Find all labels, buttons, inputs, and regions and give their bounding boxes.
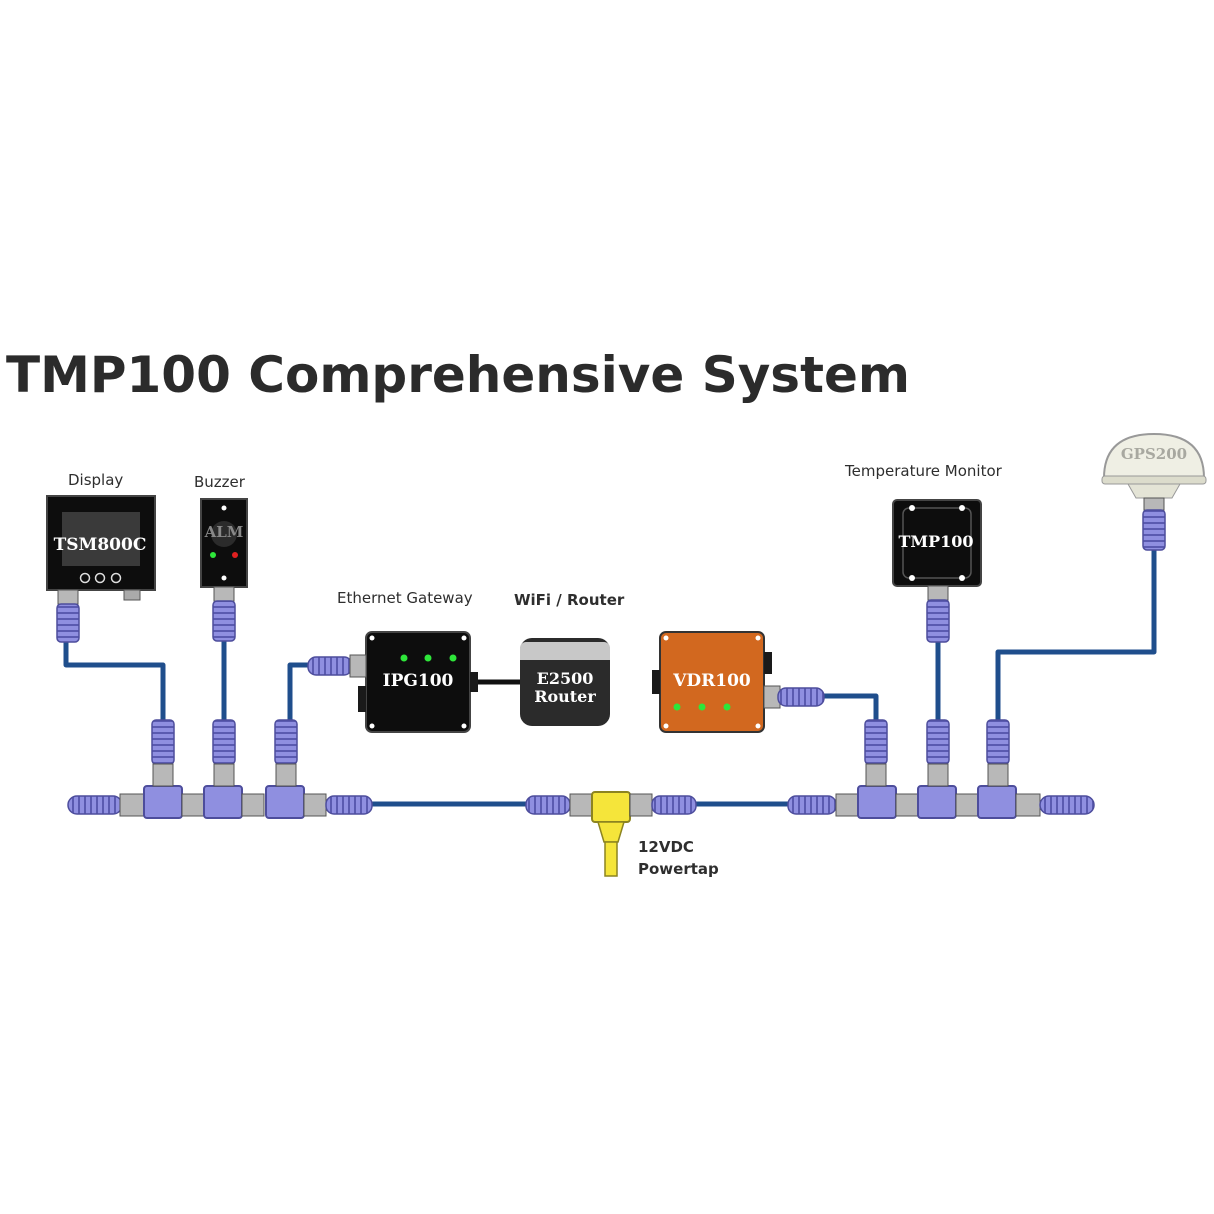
tsm800c-label: TSM800C <box>54 535 147 555</box>
ethernet-gateway-label: Ethernet Gateway <box>337 589 473 607</box>
gps200-antenna <box>1101 432 1207 551</box>
alm-connector <box>212 586 236 642</box>
ipg100-label: IPG100 <box>383 671 454 691</box>
vdr100-label: VDR100 <box>672 671 751 691</box>
backbone-left <box>67 785 373 819</box>
buzzer-label: Buzzer <box>194 473 246 491</box>
ipg100-device <box>358 631 478 733</box>
tsm800c-connector <box>56 589 80 643</box>
e2500-label: E2500 <box>537 669 594 688</box>
temperature-monitor-label: Temperature Monitor <box>844 462 1003 480</box>
tmp100-connector <box>926 585 950 643</box>
tmp100-label: TMP100 <box>898 532 973 551</box>
page-title: TMP100 Comprehensive System <box>6 346 910 404</box>
powertap-label-name: Powertap <box>638 860 719 878</box>
vdr100-connector <box>763 685 825 709</box>
drop-connectors-left <box>151 719 298 787</box>
powertap-tee <box>525 791 697 877</box>
display-label: Display <box>68 471 123 489</box>
drop-connectors-right <box>864 719 1010 787</box>
alm-label: ALM <box>204 523 244 541</box>
e2500-router-device <box>520 638 610 726</box>
alm-device <box>200 498 248 588</box>
e2500-router-label: Router <box>534 687 596 706</box>
gps200-label: GPS200 <box>1121 445 1187 463</box>
powertap-label-voltage: 12VDC <box>638 838 694 856</box>
vdr100-device <box>652 631 772 733</box>
backbone-right <box>787 785 1095 819</box>
drop-cables <box>63 548 1157 720</box>
wifi-router-label: WiFi / Router <box>514 591 625 609</box>
ipg100-connector <box>307 654 367 678</box>
tsm800c-device <box>46 495 156 601</box>
